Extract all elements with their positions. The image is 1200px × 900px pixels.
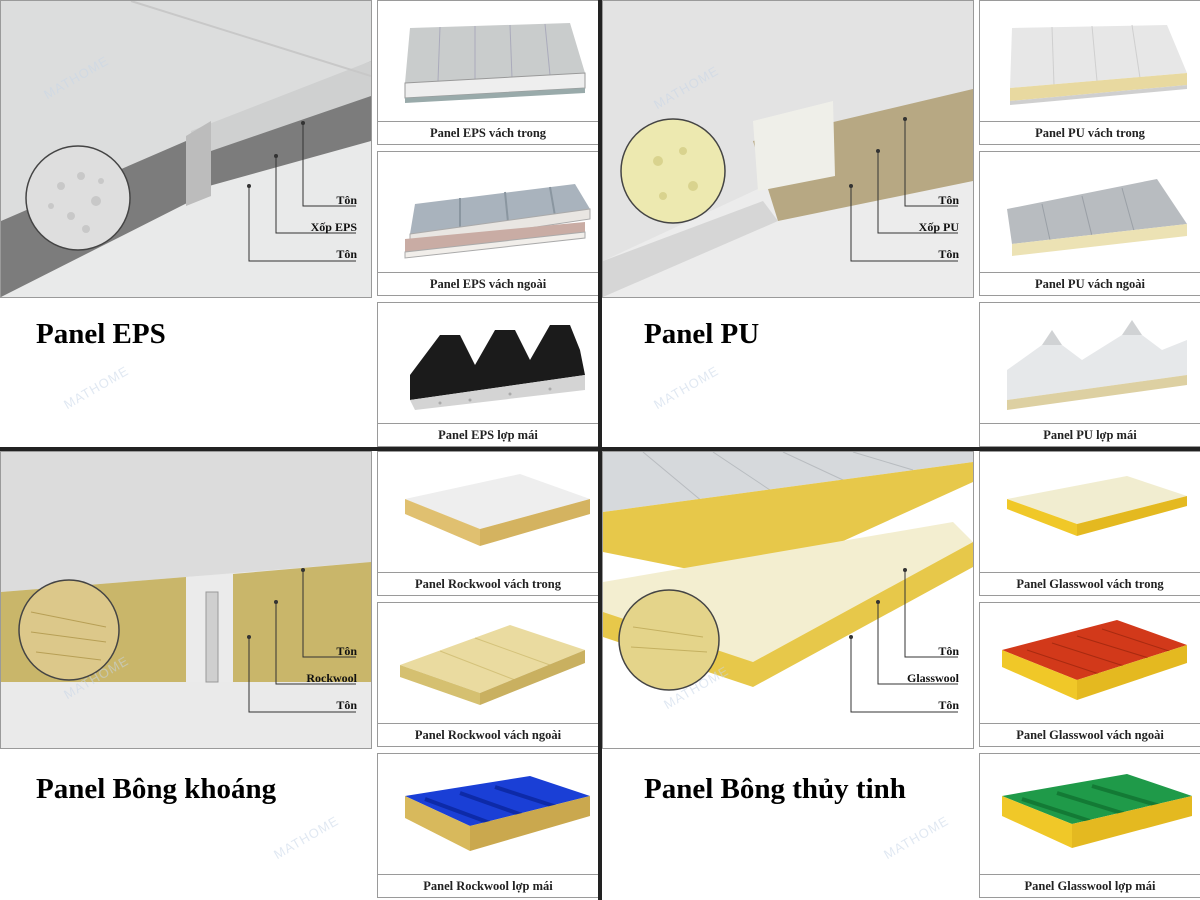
rockwool-cross-section-image: Tôn Rockwool Tôn [0,451,372,749]
product-thumb[interactable]: Panel Glasswool vách ngoài [979,602,1200,747]
layer-label-bottom: Tôn [336,698,357,712]
thumb-caption: Panel EPS vách ngoài [378,272,598,295]
panel-eps-roof-image [410,325,585,410]
product-thumb[interactable]: Panel PU lợp mái [979,302,1200,447]
thumb-caption: Panel EPS lợp mái [378,423,598,446]
product-thumb[interactable]: Panel Glasswool vách trong [979,451,1200,596]
panel-rockwool-exterior-image [400,625,585,705]
panel-title: Panel Bông thủy tinh [644,773,906,805]
quadrant-pu: Tôn Xốp PU Tôn Panel PU Panel PU vách tr… [602,0,1200,448]
product-thumb[interactable]: Panel EPS vách ngoài [377,151,598,296]
thumb-caption: Panel PU vách ngoài [980,272,1200,295]
panel-pu-exterior-image [1007,179,1187,256]
layer-label-core: Xốp EPS [310,220,357,234]
thumb-caption: Panel Rockwool lợp mái [378,874,598,897]
layer-label-top: Tôn [938,193,959,207]
panel-title: Panel EPS [36,318,166,350]
quadrant-glasswool: Tôn Glasswool Tôn Panel Bông thủy tinh P… [602,451,1200,899]
layer-label-bottom: Tôn [938,247,959,261]
product-thumb[interactable]: Panel PU vách trong [979,0,1200,145]
layer-label-core: Glasswool [906,671,959,685]
panel-title: Panel Bông khoáng [36,773,277,805]
thumb-caption: Panel Rockwool vách trong [378,572,598,595]
glasswool-cross-section-image: Tôn Glasswool Tôn [602,451,974,749]
product-thumb[interactable]: Panel Glasswool lợp mái [979,753,1200,898]
layer-label-bottom: Tôn [938,698,959,712]
layer-label-core: Rockwool [306,671,357,685]
product-thumb[interactable]: Panel PU vách ngoài [979,151,1200,296]
panel-pu-interior-image [1010,24,1187,105]
quadrant-divider-horizontal [0,447,1200,451]
panel-pu-roof-image [1007,320,1187,410]
thumb-caption: Panel Glasswool lợp mái [980,874,1200,897]
layer-label-top: Tôn [938,644,959,658]
panel-glasswool-interior-image [1007,476,1187,536]
panel-rockwool-roof-image [405,776,590,851]
thumb-caption: Panel EPS vách trong [378,121,598,144]
thumb-caption: Panel Rockwool vách ngoài [378,723,598,746]
panel-rockwool-interior-image [405,474,590,546]
panel-title: Panel PU [644,318,760,350]
product-thumb[interactable]: Panel Rockwool vách ngoài [377,602,598,747]
product-thumb[interactable]: Panel Rockwool lợp mái [377,753,598,898]
layer-label-top: Tôn [336,193,357,207]
panel-glasswool-roof-image [1002,774,1192,848]
product-thumb[interactable]: Panel Rockwool vách trong [377,451,598,596]
layer-label-bottom: Tôn [336,247,357,261]
eps-cross-section-image: Tôn Xốp EPS Tôn [0,0,372,298]
product-thumb[interactable]: Panel EPS vách trong [377,0,598,145]
quadrant-rockwool: Tôn Rockwool Tôn Panel Bông khoáng Panel… [0,451,598,899]
layer-label-top: Tôn [336,644,357,658]
quadrant-eps: Tôn Xốp EPS Tôn Panel EPS Panel EPS vách… [0,0,598,448]
product-thumb[interactable]: Panel EPS lợp mái [377,302,598,447]
thumb-caption: Panel Glasswool vách trong [980,572,1200,595]
thumb-caption: Panel PU lợp mái [980,423,1200,446]
thumb-caption: Panel Glasswool vách ngoài [980,723,1200,746]
panel-glasswool-exterior-image [1002,620,1187,700]
panel-eps-exterior-image [404,184,591,259]
panel-eps-interior-image [404,23,586,103]
layer-label-core: Xốp PU [918,220,959,234]
thumb-caption: Panel PU vách trong [980,121,1200,144]
pu-cross-section-image: Tôn Xốp PU Tôn [602,0,974,298]
